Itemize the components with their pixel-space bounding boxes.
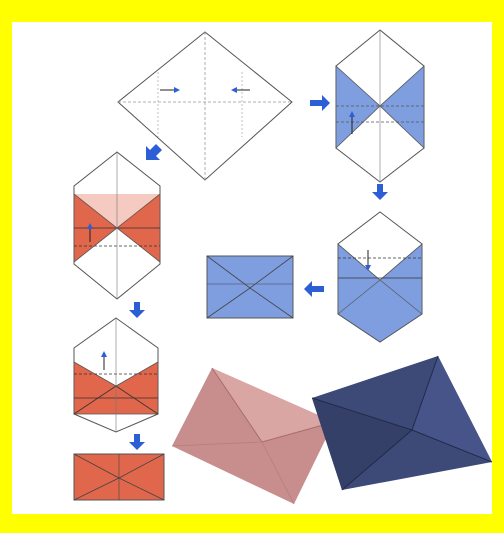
arrow-down-left-icon	[146, 144, 162, 160]
arrow-left-icon	[304, 281, 324, 297]
arrow-right-icon	[310, 95, 330, 111]
navy-envelope-photo	[312, 356, 492, 490]
pink-envelope-photo	[172, 368, 334, 504]
header-strip	[0, 0, 504, 22]
step-3-left-red	[74, 152, 160, 299]
step-2-square	[336, 30, 424, 182]
diagram-panel	[12, 22, 492, 514]
finished-blue-envelope	[207, 256, 293, 318]
finished-red-envelope	[74, 454, 164, 500]
step-3-right-blue	[338, 212, 422, 342]
arrow-down-icon-3	[129, 434, 145, 450]
step-4-left-red	[74, 318, 158, 432]
arrow-down-icon	[372, 184, 388, 200]
arrow-down-icon-2	[129, 302, 145, 318]
origami-instructions	[12, 22, 492, 514]
step-1-square	[118, 32, 292, 180]
